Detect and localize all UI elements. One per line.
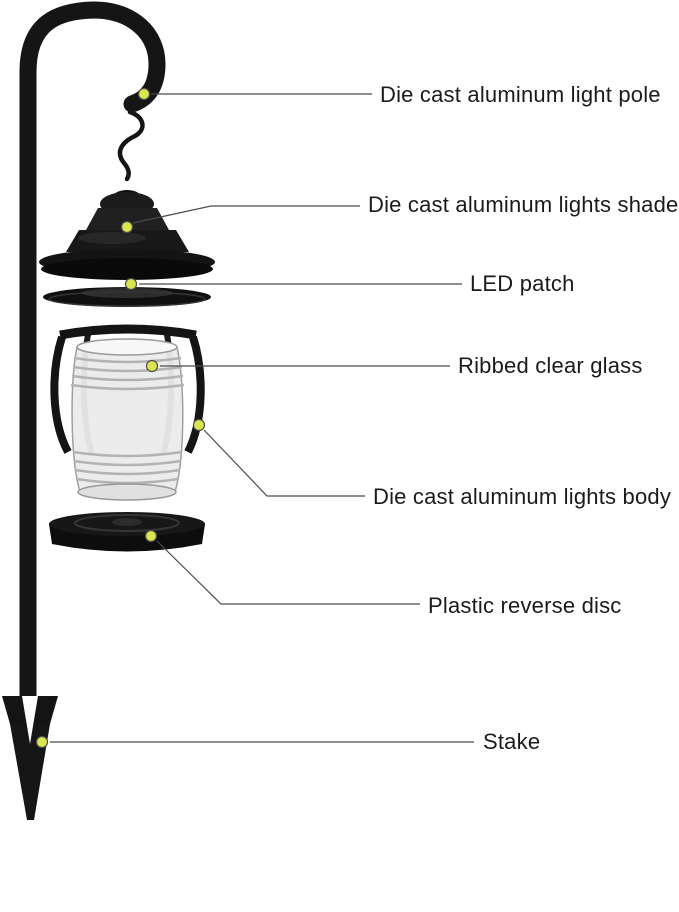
disc-center	[112, 518, 142, 526]
glass-rib	[76, 477, 179, 485]
label-ribbed-glass: Ribbed clear glass	[458, 353, 643, 378]
label-stake: Stake	[483, 729, 541, 754]
leader-lines	[50, 93, 474, 743]
shade-tier-1	[86, 208, 169, 230]
glass-rib	[73, 459, 182, 467]
leader-line-disc	[156, 540, 420, 605]
stake-drawing	[2, 696, 58, 820]
glass-rib	[72, 450, 183, 458]
leader-line-shade	[132, 205, 360, 224]
leader-line-body	[203, 429, 365, 497]
marker-dot-disc	[144, 529, 158, 543]
glass-bottom	[77, 483, 177, 501]
glass-rib	[74, 468, 181, 476]
body-bar-outer-left	[50, 335, 72, 454]
glass-rib	[70, 383, 185, 391]
glass-top	[76, 338, 178, 356]
led-patch-center	[81, 288, 173, 298]
pole-hook-shape	[19, 1, 166, 707]
marker-dot-glass	[145, 359, 159, 373]
shade-tier-2	[66, 230, 189, 252]
marker-dot-body	[192, 418, 206, 432]
label-light-pole: Die cast aluminum light pole	[380, 82, 661, 107]
body-top-rim	[59, 324, 197, 340]
shade-highlight	[78, 232, 146, 244]
label-lights-body: Die cast aluminum lights body	[373, 484, 672, 509]
marker-dot-led-patch	[124, 277, 138, 291]
stake-notch	[22, 696, 38, 744]
marker-dot-pole	[137, 87, 151, 101]
glass-rib	[72, 365, 183, 373]
label-reverse-disc: Plastic reverse disc	[428, 593, 622, 618]
led-patch-drawing	[43, 287, 211, 307]
lights-shade-drawing	[39, 190, 215, 280]
label-lights-shade: Die cast aluminum lights shade	[368, 192, 679, 217]
label-led-patch: LED patch	[470, 271, 575, 296]
marker-dots	[35, 87, 206, 749]
glass-rib	[73, 356, 182, 364]
hanging-hook-icon	[117, 109, 145, 182]
led-patch-ring	[48, 291, 206, 307]
disc-inner-ring	[74, 514, 180, 532]
stake-spike	[10, 724, 50, 820]
body-bar-outer-right	[184, 335, 205, 454]
marker-dot-shade	[120, 220, 134, 234]
glass-rib	[71, 374, 184, 382]
light-pole-drawing	[19, 1, 166, 707]
reverse-disc-drawing	[49, 512, 205, 552]
shade-brim-under	[41, 258, 213, 280]
glass-and-body-drawing	[50, 324, 205, 501]
marker-dot-stake	[35, 735, 49, 749]
